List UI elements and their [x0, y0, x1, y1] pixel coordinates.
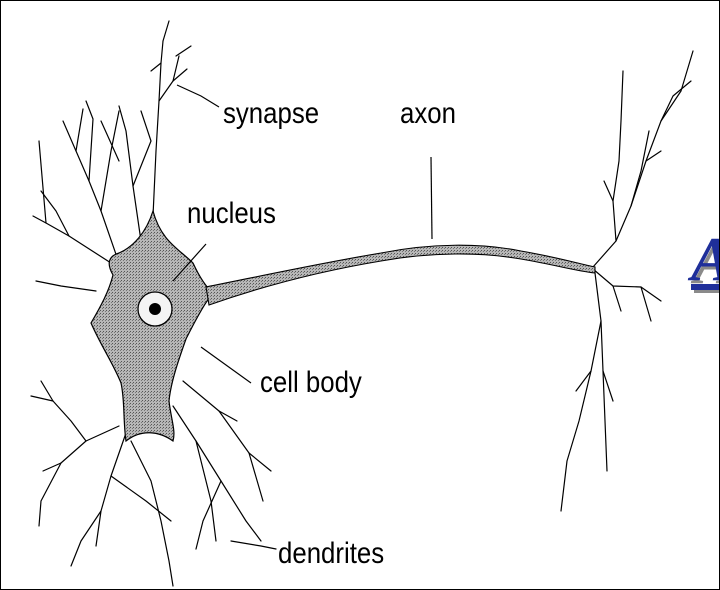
slide-title-fragment: A	[691, 229, 720, 291]
synapse-label: synapse	[223, 99, 319, 129]
axon-shape	[206, 245, 595, 305]
dendrites-label: dendrites	[278, 539, 384, 569]
cell-body-label: cell body	[260, 368, 362, 398]
leader-axon	[431, 157, 432, 239]
nucleus-label: nucleus	[187, 199, 276, 229]
leader-synapse	[177, 85, 219, 107]
leader-cell-body	[201, 347, 251, 383]
nucleolus-dot	[149, 303, 161, 315]
axon-label: axon	[400, 99, 456, 129]
